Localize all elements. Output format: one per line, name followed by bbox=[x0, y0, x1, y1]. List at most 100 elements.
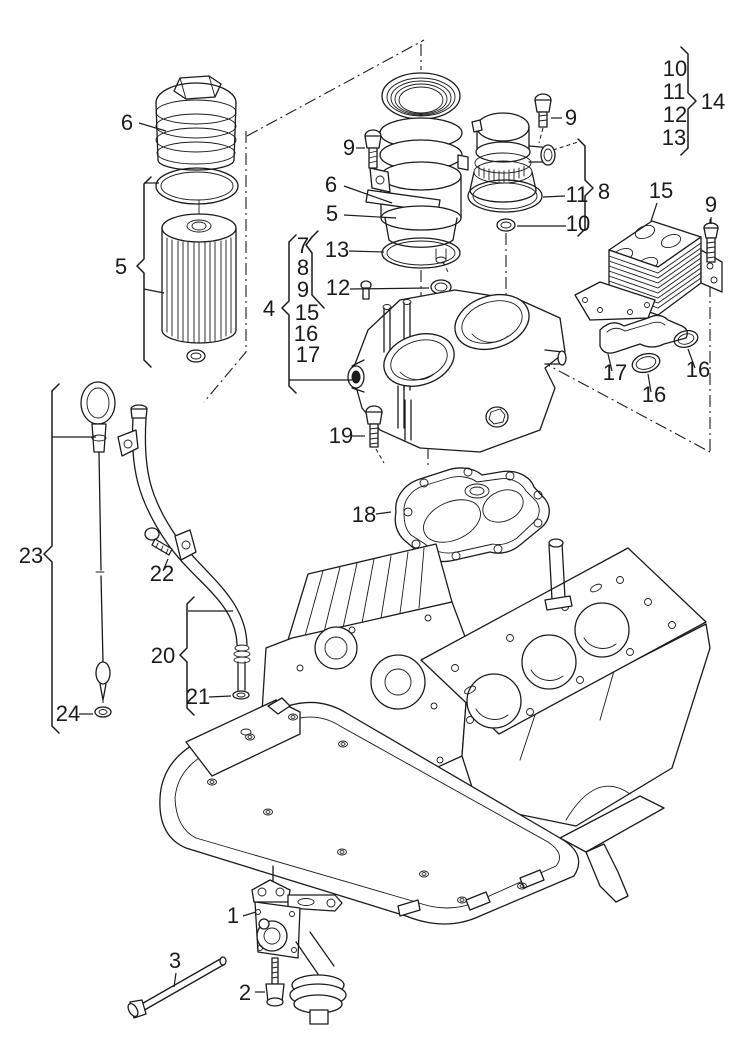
callout-20: 20 bbox=[151, 643, 175, 668]
callout-5: 5 bbox=[115, 254, 127, 279]
pump-body bbox=[254, 901, 301, 959]
housing-plug bbox=[485, 406, 509, 428]
callout-17-list: 17 bbox=[296, 342, 320, 367]
bracket-7-sub bbox=[305, 230, 325, 309]
timing-seals bbox=[314, 626, 426, 710]
housing-right-stub bbox=[544, 349, 567, 366]
callout-22: 22 bbox=[150, 561, 174, 586]
callout-16-right: 16 bbox=[686, 357, 710, 382]
filter-housing-group bbox=[364, 72, 469, 295]
bracket-5 bbox=[136, 176, 152, 368]
callout-24: 24 bbox=[56, 701, 80, 726]
callout-19: 19 bbox=[329, 423, 353, 448]
callout-4: 4 bbox=[263, 296, 275, 321]
housing-mount-ear bbox=[369, 154, 469, 193]
callout-21: 21 bbox=[186, 684, 210, 709]
housing-large-o-ring bbox=[381, 237, 461, 269]
callout-6-mid: 6 bbox=[325, 172, 337, 197]
callout-1: 1 bbox=[227, 903, 239, 928]
washer-24 bbox=[94, 706, 112, 718]
filter-pleats bbox=[166, 237, 232, 344]
cooler-gasket-strip bbox=[599, 314, 688, 354]
callout-8-bracket: 8 bbox=[598, 179, 610, 204]
cooler-flange-plate bbox=[574, 281, 656, 321]
valve-tab bbox=[471, 119, 483, 133]
bolt-2 bbox=[265, 957, 285, 1007]
callout-16-list: 16 bbox=[294, 321, 318, 346]
callout-9-left: 9 bbox=[343, 135, 355, 160]
dipstick-group bbox=[80, 381, 116, 718]
callout-8-list: 8 bbox=[297, 255, 309, 280]
callout-11-list: 11 bbox=[663, 79, 686, 104]
callout-14: 14 bbox=[701, 89, 725, 114]
small-top-bolt bbox=[360, 280, 372, 300]
valve-side-port bbox=[528, 144, 556, 166]
gasket-18-holes bbox=[403, 467, 543, 561]
screw-left bbox=[364, 129, 382, 169]
tube-seal-end bbox=[233, 644, 251, 691]
brackets bbox=[43, 46, 697, 734]
bracket-4 bbox=[281, 234, 297, 394]
bracket-8 bbox=[577, 138, 594, 237]
callout-13: 13 bbox=[325, 237, 349, 262]
callout-9-list: 9 bbox=[297, 277, 309, 302]
leader-lines bbox=[79, 117, 712, 993]
head-gasket bbox=[420, 547, 707, 735]
screw-valve bbox=[534, 93, 552, 128]
clamp-screw-22 bbox=[144, 527, 197, 561]
bracket-14 bbox=[680, 46, 697, 156]
engine-block-group bbox=[261, 538, 711, 827]
callout-9-valve: 9 bbox=[565, 105, 577, 130]
pump-top-plate bbox=[251, 879, 291, 903]
filter-cap-o-ring bbox=[155, 167, 239, 205]
callout-10-list: 10 bbox=[663, 56, 687, 81]
callout-16-bottom: 16 bbox=[642, 382, 666, 407]
valve-large-o-ring bbox=[467, 179, 543, 213]
housing-left-port bbox=[347, 359, 365, 393]
valve-small-o-ring bbox=[496, 218, 516, 232]
callout-10: 10 bbox=[566, 211, 590, 236]
callout-15-list: 15 bbox=[295, 300, 319, 325]
bracket-housing-group bbox=[347, 280, 567, 453]
callout-5-mid: 5 bbox=[326, 201, 338, 226]
callout-6: 6 bbox=[121, 110, 133, 135]
pan-left-plate bbox=[185, 697, 301, 777]
oil-filter-group bbox=[155, 75, 239, 363]
callout-23: 23 bbox=[19, 543, 43, 568]
callout-12-list: 12 bbox=[663, 102, 687, 127]
callout-labels: 6 5 4 9 6 5 7 8 9 15 16 17 13 12 9 11 10… bbox=[19, 56, 725, 1005]
pump-pickup bbox=[289, 931, 347, 1025]
pump-arm bbox=[287, 894, 343, 912]
pan-right-rail bbox=[559, 795, 665, 903]
callout-2: 2 bbox=[239, 980, 251, 1005]
callout-12: 12 bbox=[326, 275, 350, 300]
callout-15: 15 bbox=[649, 178, 673, 203]
guide-tube-group bbox=[117, 404, 251, 700]
bracket-20 bbox=[179, 596, 195, 716]
screw-19 bbox=[365, 405, 383, 448]
callout-13-list: 13 bbox=[662, 125, 686, 150]
bracket-23 bbox=[43, 383, 60, 734]
cooler-o-ring-right bbox=[673, 330, 699, 348]
washer-21 bbox=[232, 690, 250, 700]
cooler-o-ring-bottom bbox=[631, 352, 661, 374]
stud-3 bbox=[127, 956, 227, 1019]
callout-3: 3 bbox=[169, 948, 181, 973]
pressure-valve-group bbox=[467, 93, 556, 232]
callout-17: 17 bbox=[603, 360, 627, 385]
block-stud bbox=[544, 538, 573, 611]
callout-18: 18 bbox=[352, 502, 376, 527]
callout-9-cooler: 9 bbox=[705, 192, 717, 217]
callout-7: 7 bbox=[297, 233, 309, 258]
screw-cooler bbox=[703, 222, 719, 263]
oil-pump-group bbox=[127, 865, 347, 1025]
oil-cooler-group bbox=[574, 220, 723, 374]
pan-flange-bolts bbox=[207, 713, 527, 904]
tube-tab bbox=[117, 429, 139, 457]
filter-small-o-ring bbox=[186, 349, 206, 363]
oil-pan-group bbox=[159, 697, 665, 925]
filter-element bbox=[161, 199, 237, 344]
filter-cap bbox=[155, 75, 237, 171]
